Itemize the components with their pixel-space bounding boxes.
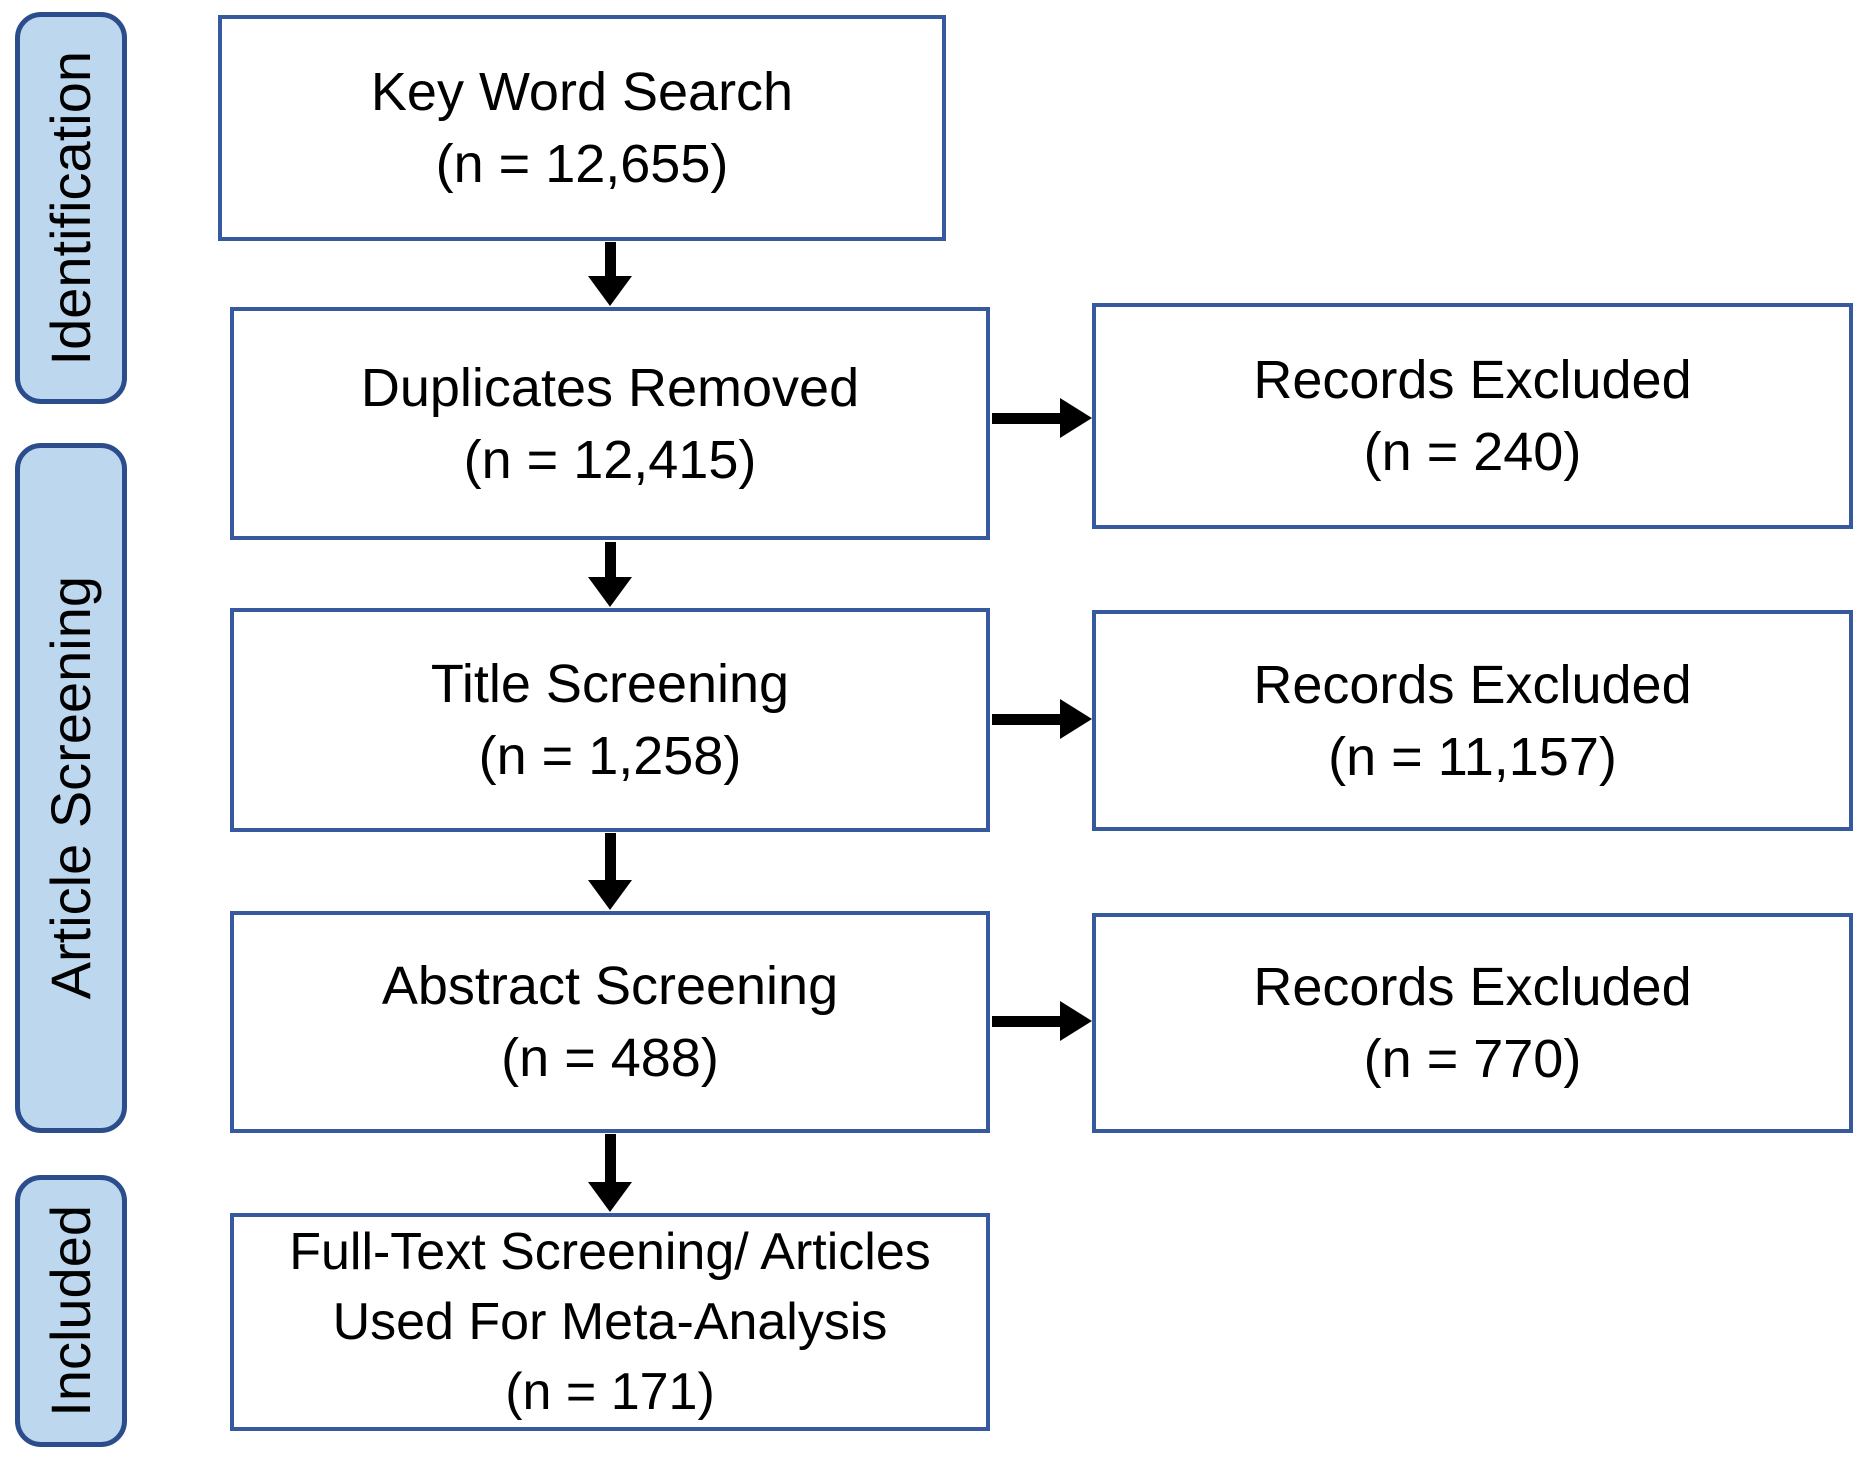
arrow-stem xyxy=(992,713,1060,725)
box-count: (n = 240) xyxy=(1363,422,1582,482)
stage-label-included: Included xyxy=(15,1175,127,1447)
arrow-stem xyxy=(604,833,616,880)
box-title-line2: Used For Meta-Analysis xyxy=(332,1293,888,1351)
flow-box-full-text-screening: Full-Text Screening/ Articles Used For M… xyxy=(230,1213,990,1431)
arrow-stem xyxy=(604,542,616,577)
arrow-head xyxy=(1060,699,1092,739)
stage-label-article-screening: Article Screening xyxy=(15,443,127,1133)
box-title: Records Excluded xyxy=(1253,957,1692,1017)
box-count: (n = 1,258) xyxy=(478,726,742,786)
box-title: Records Excluded xyxy=(1253,350,1692,410)
flow-box-title-screening: Title Screening (n = 1,258) xyxy=(230,608,990,832)
stage-label-text: Identification xyxy=(39,50,102,366)
arrow-head xyxy=(588,577,632,607)
arrow-down-icon xyxy=(588,542,632,607)
box-title: Key Word Search xyxy=(370,62,794,122)
box-title: Duplicates Removed xyxy=(360,357,860,418)
flow-box-records-excluded-abstract: Records Excluded (n = 770) xyxy=(1092,913,1853,1133)
flow-box-abstract-screening: Abstract Screening (n = 488) xyxy=(230,911,990,1133)
flow-box-duplicates-removed: Duplicates Removed (n = 12,415) xyxy=(230,307,990,540)
flow-box-records-excluded-duplicates: Records Excluded (n = 240) xyxy=(1092,303,1853,529)
arrow-stem xyxy=(992,412,1060,424)
arrow-stem xyxy=(604,242,616,276)
box-count: (n = 770) xyxy=(1363,1029,1582,1089)
box-title: Abstract Screening xyxy=(381,956,839,1016)
flow-box-keyword-search: Key Word Search (n = 12,655) xyxy=(218,15,946,241)
arrow-right-icon xyxy=(992,398,1092,438)
stage-label-identification: Identification xyxy=(15,12,127,404)
arrow-head xyxy=(1060,398,1092,438)
box-count: (n = 488) xyxy=(501,1028,719,1088)
arrow-head xyxy=(588,880,632,910)
arrow-down-icon xyxy=(588,242,632,306)
arrow-head xyxy=(1060,1001,1092,1041)
box-count: (n = 12,415) xyxy=(463,429,757,490)
arrow-down-icon xyxy=(588,833,632,910)
box-count: (n = 11,157) xyxy=(1328,726,1617,787)
arrow-down-icon xyxy=(588,1134,632,1212)
arrow-stem xyxy=(992,1015,1060,1027)
box-title: Records Excluded xyxy=(1253,654,1692,715)
arrow-stem xyxy=(604,1134,616,1182)
box-count: (n = 171) xyxy=(505,1363,715,1421)
arrow-right-icon xyxy=(992,1001,1092,1041)
flow-box-records-excluded-title: Records Excluded (n = 11,157) xyxy=(1092,610,1853,831)
box-count: (n = 12,655) xyxy=(435,134,729,194)
arrow-head xyxy=(588,1182,632,1212)
stage-label-text: Included xyxy=(39,1205,102,1417)
arrow-head xyxy=(588,276,632,306)
box-title: Title Screening xyxy=(430,654,790,714)
box-title-line1: Full-Text Screening/ Articles xyxy=(289,1223,931,1281)
arrow-right-icon xyxy=(992,699,1092,739)
stage-label-text: Article Screening xyxy=(39,576,102,1000)
